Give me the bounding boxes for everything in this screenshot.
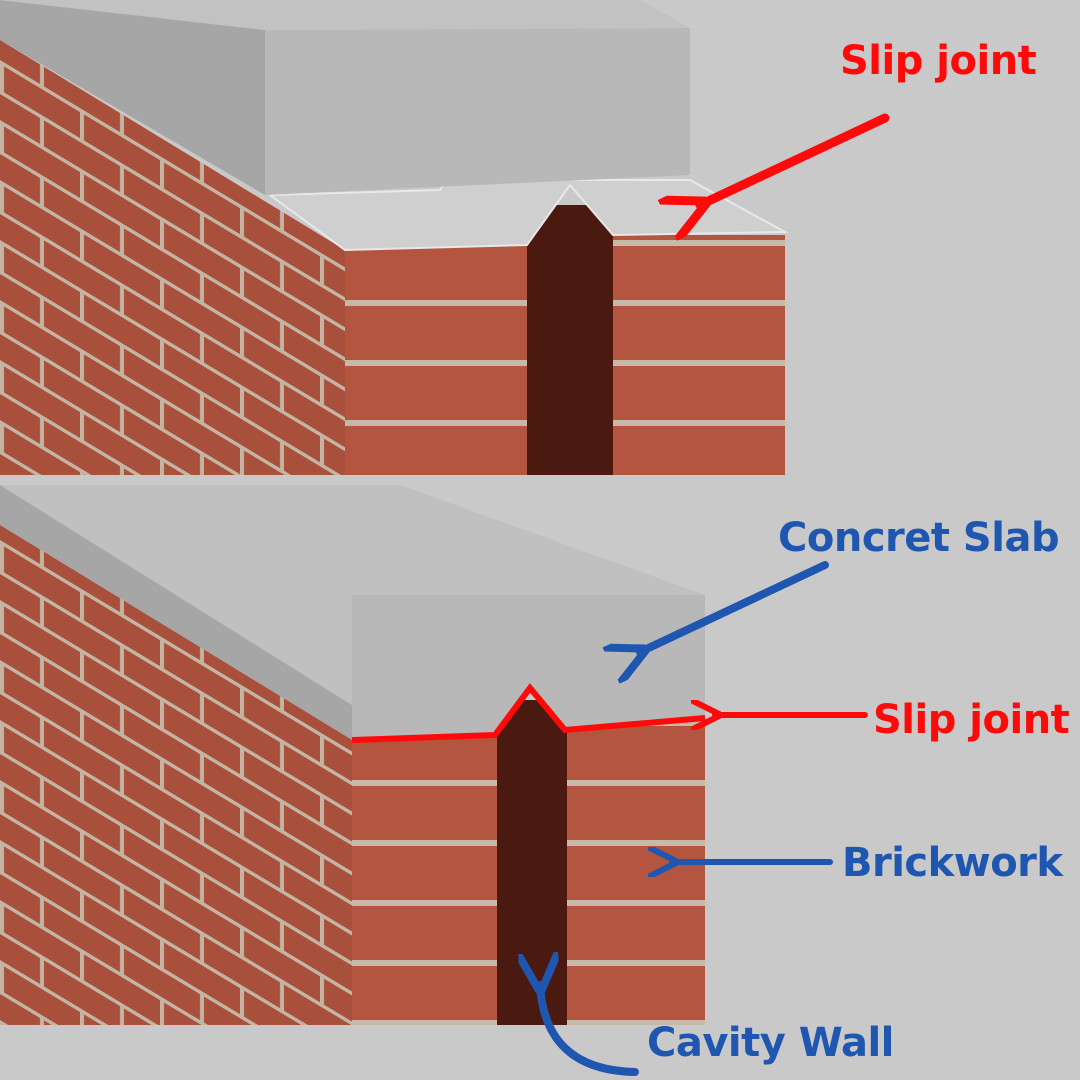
top-cavity [527, 205, 613, 475]
bottom-cavity [497, 700, 567, 1025]
bottom-slip-joint-line [351, 683, 706, 743]
bottom-wall-illustration [0, 485, 706, 1025]
bottom-slab-front [352, 595, 705, 740]
top-slip-joint-arrow [700, 113, 890, 205]
bottom-side-brickwork [0, 525, 352, 1025]
top-slab-side [0, 0, 265, 195]
top-slab-front [265, 28, 690, 195]
top-front-brickwork-left [345, 245, 527, 475]
brickwork-label: Brickwork [842, 840, 1063, 886]
top-side-brickwork [0, 40, 345, 475]
bottom-front-brickwork-right [567, 720, 705, 1025]
top-wall-illustration [0, 0, 789, 475]
bottom-slip-joint-label: Slip joint [873, 697, 1070, 743]
top-front-brickwork-right [613, 235, 785, 475]
bottom-front-brickwork-left [352, 735, 497, 1025]
top-slip-joint-label: Slip joint [840, 38, 1037, 84]
cavity-wall-arrow [540, 985, 639, 1076]
bottom-slab-side [0, 485, 352, 740]
cavity-wall-label: Cavity Wall [647, 1020, 894, 1066]
concrete-slab-label: Concret Slab [778, 515, 1060, 561]
bottom-slab-top [0, 485, 705, 705]
concrete-slab-arrow [640, 561, 829, 652]
top-slab-top [0, 0, 690, 30]
